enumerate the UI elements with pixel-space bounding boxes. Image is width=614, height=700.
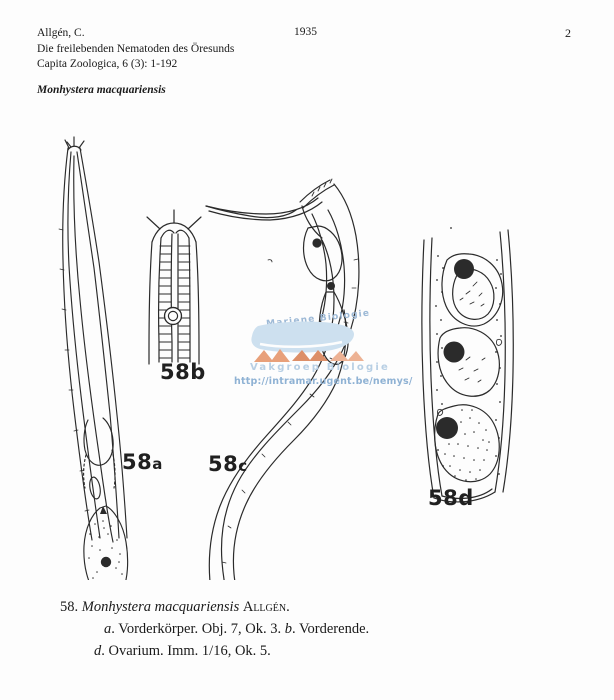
figure-58b-drawing <box>146 209 202 365</box>
caption-species: Monhystera macquariensis <box>81 599 240 615</box>
figure-label-58b: 58b <box>160 360 206 384</box>
header-title: Die freilebenden Nematoden des Öresunds <box>37 42 235 55</box>
caption-line-1: 58. Monhystera macquariensis Allgén. <box>60 596 560 618</box>
figure-label-58a-letter: a <box>152 455 163 473</box>
header-citation-block: Allgén, C. Die freilebenden Nematoden de… <box>37 26 234 73</box>
figure-label-58b-letter: b <box>190 360 206 384</box>
figure-label-58c-letter: c <box>238 457 248 475</box>
plate-drawings <box>58 136 514 580</box>
caption-number: 58. <box>60 599 79 615</box>
header-author: Allgén, C. <box>37 27 85 39</box>
figure-label-58a: 58a <box>122 450 163 474</box>
caption-part-b: b <box>284 621 292 637</box>
figure-label-58d-letter: d <box>458 486 474 510</box>
caption-part-a: a <box>104 621 112 637</box>
figure-label-58d-num: 58 <box>428 486 459 510</box>
figure-58c-drawing <box>205 178 360 580</box>
wall-granules-58d <box>435 227 502 475</box>
caption-part-a-text: . Vorderkörper. Obj. 7, Ok. 3. <box>111 621 282 637</box>
stipple-58a <box>88 520 123 579</box>
caption-period: . <box>286 599 290 615</box>
figure-58d-drawing <box>421 227 514 503</box>
figure-label-58a-num: 58 <box>122 450 153 474</box>
caption-line-3: d. Ovarium. Imm. 1/16, Ok. 5. <box>94 640 560 662</box>
figure-label-58c-num: 58 <box>208 452 239 476</box>
caption-part-b-text: . Vorderende. <box>291 621 370 637</box>
figure-caption: 58. Monhystera macquariensis Allgén. a. … <box>60 596 560 662</box>
caption-part-d-text: . Ovarium. Imm. 1/16, Ok. 5. <box>101 643 271 659</box>
figure-58a-drawing <box>58 136 129 580</box>
page-number: 2 <box>565 26 571 40</box>
figure-label-58d: 58d <box>428 486 474 510</box>
figure-label-58b-num: 58 <box>160 360 191 384</box>
caption-authority: Allgén <box>242 599 287 615</box>
species-heading: Monhystera macquariensis <box>37 84 166 96</box>
header-year: 1935 <box>294 26 317 38</box>
stipple-58d <box>444 409 490 481</box>
figure-label-58c: 58c <box>208 452 248 476</box>
figure-plate <box>0 110 614 580</box>
caption-part-d: d <box>94 643 102 659</box>
caption-line-2: a. Vorderkörper. Obj. 7, Ok. 3. b. Vorde… <box>104 618 560 640</box>
header-journal: Capita Zoologica, 6 (3): 1-192 <box>37 58 178 70</box>
